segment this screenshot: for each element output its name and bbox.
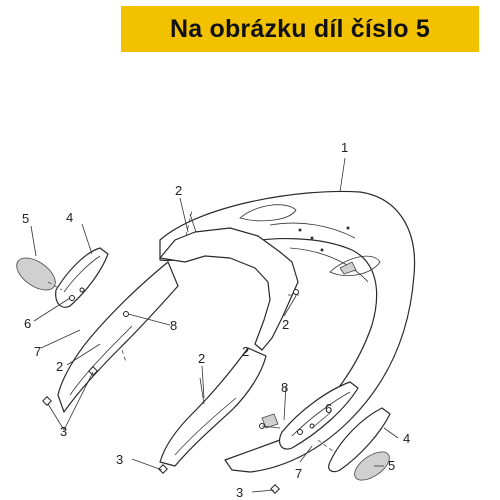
callout-7-left: 7 (34, 344, 41, 359)
callout-4-left: 4 (66, 210, 73, 225)
callout-2-top: 2 (175, 183, 182, 198)
callout-8-left: 8 (170, 318, 177, 333)
part-2-upper-trim (159, 209, 300, 351)
right-lamp-assembly (261, 381, 391, 481)
part-left-side-strip (57, 261, 179, 413)
callout-8-right: 8 (281, 380, 288, 395)
callout-5-left: 5 (22, 211, 29, 226)
callout-6-left: 6 (24, 316, 31, 331)
banner-title: Na obrázku díl číslo 5 (169, 14, 431, 43)
callout-5-right: 5 (388, 458, 395, 473)
leader-lines (30, 157, 399, 493)
callout-3-bottom: 3 (116, 452, 123, 467)
callout-2-right: 2 (282, 317, 289, 332)
callout-4-right: 4 (403, 431, 410, 446)
callout-2-left: 2 (56, 359, 63, 374)
part-1-rear-body (159, 190, 416, 473)
callout-2-lower: 2 (242, 344, 249, 359)
callout-1: 1 (341, 140, 348, 155)
left-lamp-assembly (16, 247, 109, 308)
callout-7-right: 7 (295, 466, 302, 481)
part-lower-trim (159, 347, 267, 467)
title-banner: Na obrázku díl číslo 5 (121, 6, 479, 52)
callout-3-left: 3 (60, 424, 67, 439)
callout-2-center: 2 (198, 351, 205, 366)
callout-6-right: 6 (325, 401, 332, 416)
fasteners (42, 213, 299, 494)
callout-3-bottom-right: 3 (236, 485, 243, 500)
